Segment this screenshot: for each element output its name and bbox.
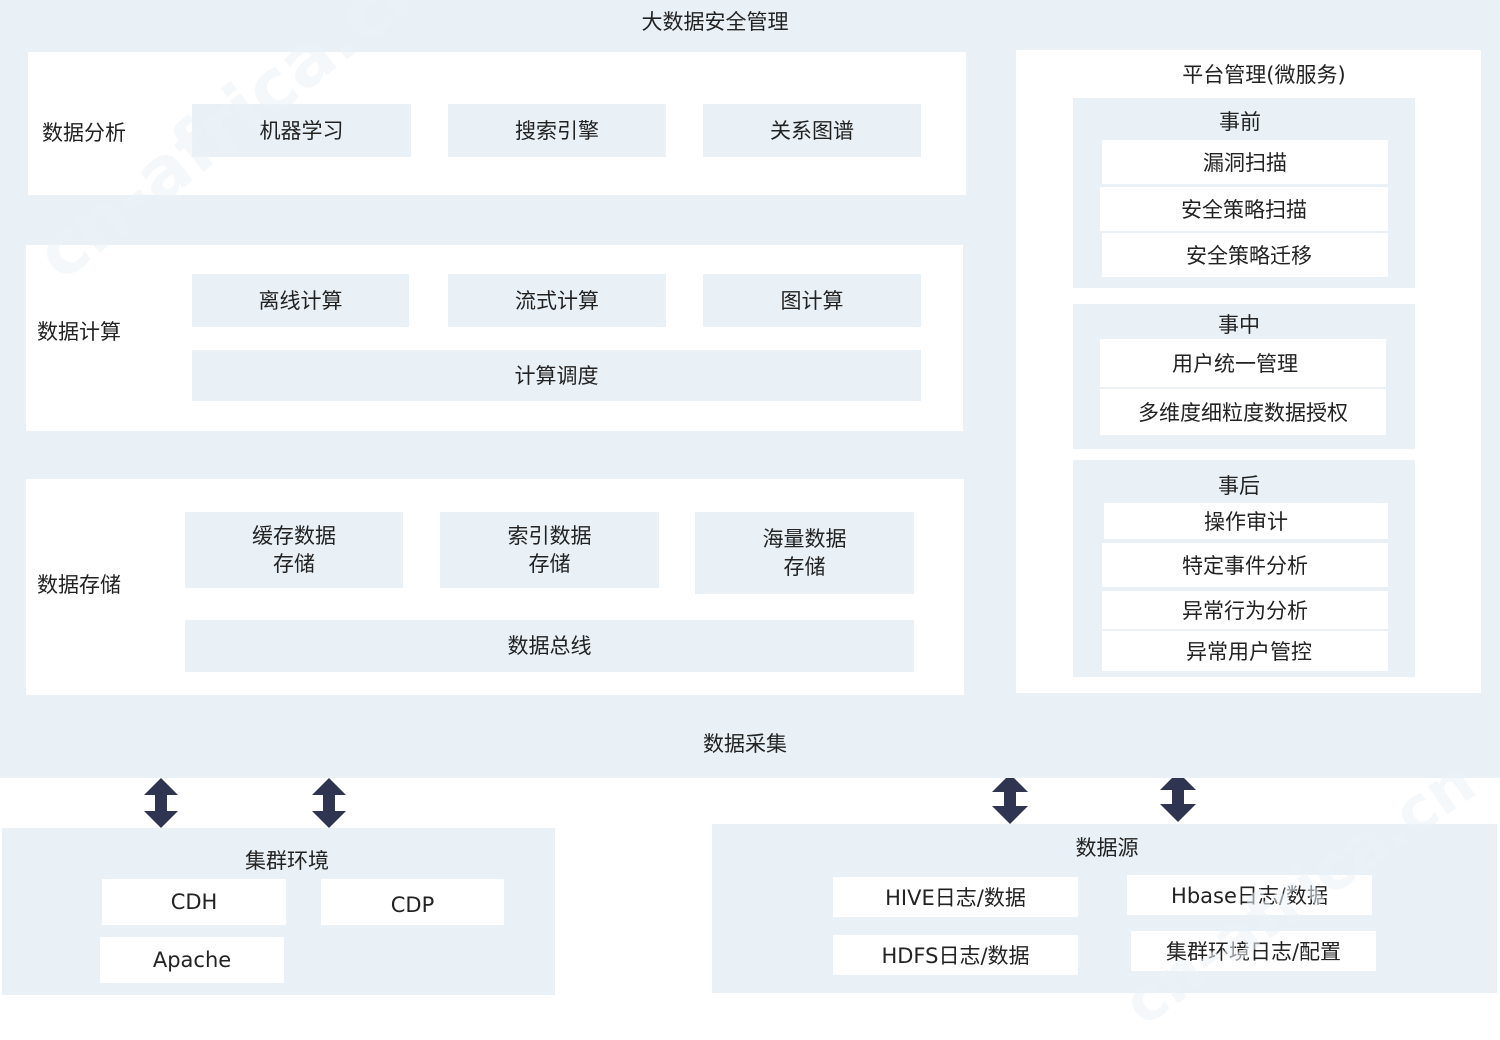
datasource-item-hdfs: HDFS日志/数据 [833, 935, 1078, 975]
storage-bus: 数据总线 [185, 620, 914, 672]
datasource-title: 数据源 [1075, 836, 1139, 860]
compute-item-graph: 图计算 [703, 274, 921, 327]
platform-before-item-policy-scan: 安全策略扫描 [1100, 187, 1388, 231]
storage-item-index-line1: 索引数据 [507, 524, 592, 548]
updown-arrow-icon [992, 778, 1028, 824]
platform-title: 平台管理(微服务) [1182, 63, 1346, 87]
cluster-item-cdh: CDH [102, 879, 286, 925]
storage-item-index: 索引数据 存储 [440, 512, 659, 588]
platform-after-item-user-control: 异常用户管控 [1102, 631, 1388, 671]
cluster-item-apache: Apache [100, 937, 284, 983]
compute-panel [26, 245, 963, 431]
storage-item-massive: 海量数据 存储 [695, 512, 914, 594]
compute-label: 数据计算 [37, 320, 121, 344]
platform-after-item-event-analysis: 特定事件分析 [1102, 543, 1388, 587]
compute-item-offline: 离线计算 [192, 274, 409, 327]
cluster-title: 集群环境 [245, 849, 329, 873]
cluster-item-cdp: CDP [321, 879, 504, 925]
platform-before-label: 事前 [1219, 110, 1261, 134]
updown-arrow-icon [1160, 778, 1196, 822]
datasource-item-hbase: Hbase日志/数据 [1127, 875, 1372, 915]
analysis-label: 数据分析 [42, 121, 126, 145]
platform-during-label: 事中 [1218, 313, 1260, 337]
storage-item-massive-line1: 海量数据 [762, 527, 847, 551]
collection-label: 数据采集 [703, 732, 787, 756]
platform-during-item-user-mgmt: 用户统一管理 [1100, 339, 1386, 387]
analysis-item-graph: 关系图谱 [703, 104, 921, 157]
compute-scheduler: 计算调度 [192, 350, 921, 401]
platform-after-label: 事后 [1218, 474, 1260, 498]
platform-before-item-vuln-scan: 漏洞扫描 [1102, 140, 1388, 184]
storage-label: 数据存储 [37, 573, 121, 597]
platform-after-item-audit: 操作审计 [1104, 503, 1388, 539]
connector-arrows [144, 778, 1196, 828]
page-title: 大数据安全管理 [641, 10, 789, 34]
updown-arrow-icon [312, 778, 346, 828]
platform-after-item-behavior-analysis: 异常行为分析 [1102, 591, 1388, 629]
platform-before-item-policy-migration: 安全策略迁移 [1102, 233, 1388, 277]
compute-item-stream: 流式计算 [448, 274, 666, 327]
analysis-item-machine-learning: 机器学习 [192, 104, 411, 157]
storage-item-massive-line2: 存储 [783, 555, 826, 579]
datasource-item-hive: HIVE日志/数据 [833, 877, 1078, 917]
updown-arrow-icon [144, 778, 178, 828]
storage-item-cache-line1: 缓存数据 [252, 524, 336, 548]
storage-item-cache: 缓存数据 存储 [185, 512, 403, 588]
analysis-item-search-engine: 搜索引擎 [448, 104, 666, 157]
storage-item-cache-line2: 存储 [273, 552, 315, 576]
datasource-item-cluster-logs: 集群环境日志/配置 [1131, 931, 1376, 971]
storage-item-index-line2: 存储 [528, 552, 571, 576]
platform-during-item-authorization: 多维度细粒度数据授权 [1100, 389, 1386, 435]
